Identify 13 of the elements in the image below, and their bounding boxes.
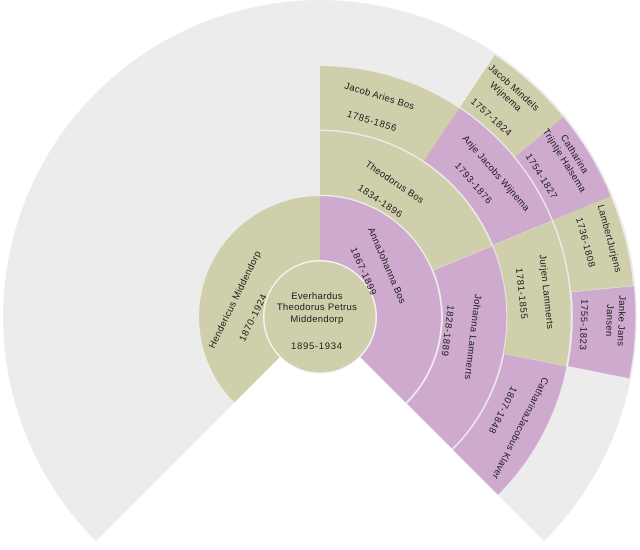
fan-segment: [568, 286, 635, 378]
fan-segment: [553, 196, 634, 292]
life-dates: 1895-1934: [291, 341, 343, 352]
life-dates: 1781-1855: [512, 267, 530, 320]
person-name: Janke Jans Jansen: [602, 294, 628, 348]
fan-segment: [493, 220, 571, 366]
fan-segment: [320, 66, 460, 162]
life-dates: 1828-1889: [438, 304, 456, 358]
person-name: Jurjen Lammerts: [536, 254, 556, 330]
life-dates: 1755-1823: [576, 298, 590, 351]
person-name: Everhardus Theodorus Petrus Middendorp: [276, 290, 358, 325]
person-name: Jacob Aries Bos: [342, 80, 416, 112]
person-name: Johanna Lammerts: [461, 293, 483, 380]
